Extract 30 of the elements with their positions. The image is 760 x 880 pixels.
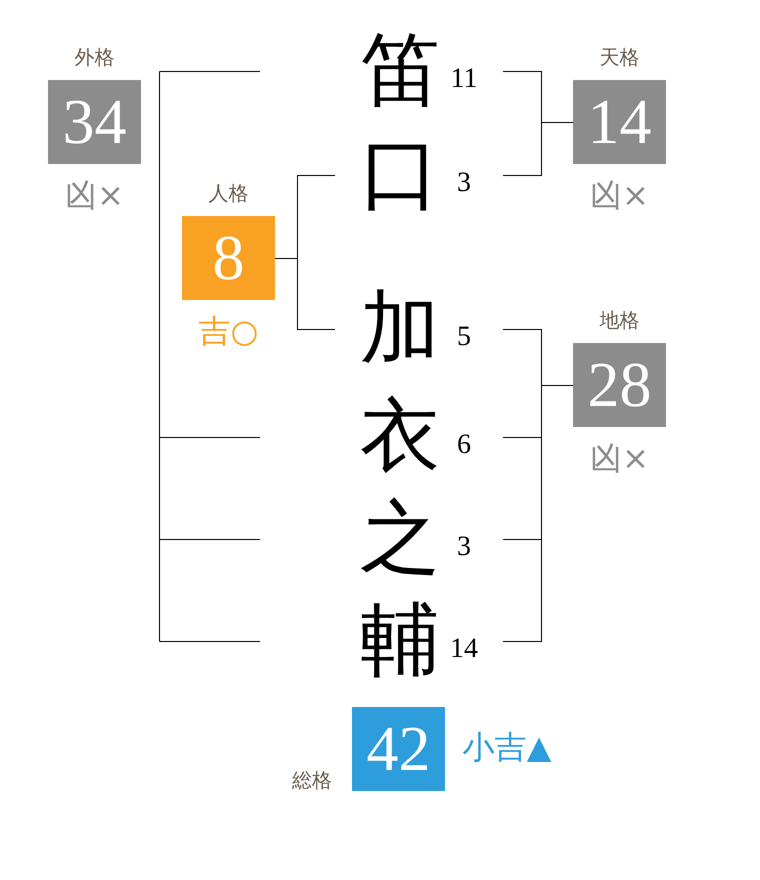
stroke-count: 5	[457, 323, 471, 351]
name-character: 笛	[360, 31, 440, 111]
fortune-label: 凶×	[590, 442, 649, 474]
stroke-count: 14	[450, 635, 478, 663]
score-box: 42	[352, 707, 445, 791]
score-box: 14	[573, 80, 666, 164]
stroke-count: 3	[457, 169, 471, 197]
name-character: 輔	[360, 601, 440, 681]
category-label: 地格	[600, 310, 640, 330]
stroke-count: 11	[450, 65, 478, 93]
score-box: 28	[573, 343, 666, 427]
name-character: 之	[360, 499, 440, 579]
name-character: 口	[360, 135, 440, 215]
fortune-label: 小吉▲	[462, 731, 552, 763]
category-label: 外格	[74, 47, 114, 67]
stroke-count: 3	[457, 533, 471, 561]
fortune-label: 凶×	[590, 179, 649, 211]
connector-line	[502, 385, 574, 642]
fortune-label: 凶×	[65, 179, 124, 211]
stroke-count: 6	[457, 431, 471, 459]
score-box: 8	[182, 216, 275, 300]
name-character: 衣	[360, 397, 440, 477]
category-label: 天格	[600, 47, 640, 67]
fortune-label: 吉○	[198, 315, 258, 347]
connector-line	[274, 258, 336, 330]
score-box: 34	[48, 80, 141, 164]
category-label: 総格	[292, 770, 332, 790]
category-label: 人格	[208, 183, 248, 203]
name-character: 加	[360, 289, 440, 369]
connector-line	[502, 122, 574, 176]
